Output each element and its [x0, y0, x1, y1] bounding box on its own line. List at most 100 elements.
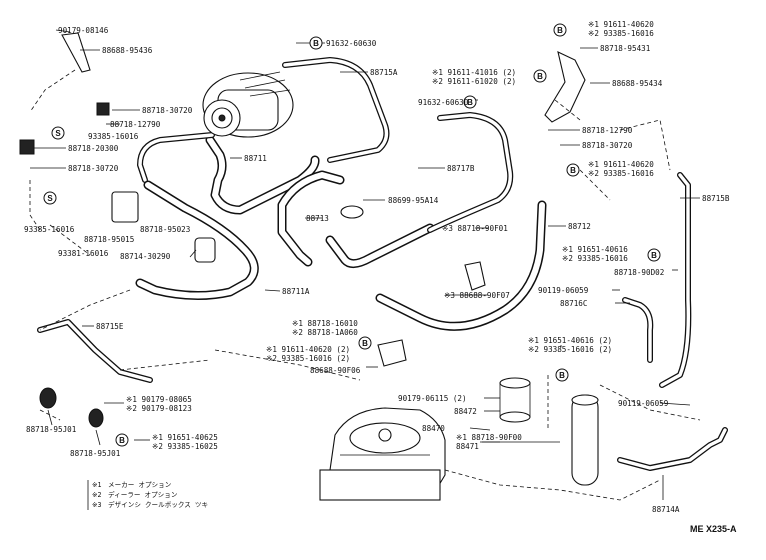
pipe-88716C[interactable]	[622, 297, 654, 363]
label-91632-60630-b: 91632-60630	[418, 98, 469, 107]
label-88688-95436: 88688-95436	[102, 46, 153, 55]
label-88712: 88712	[568, 222, 591, 231]
label-88472: 88472	[454, 407, 477, 416]
callout-b-1: B	[313, 39, 319, 48]
legend-mark-2: ※2	[92, 491, 102, 499]
legend-mark-3: ※3	[92, 501, 102, 509]
label-88688-95434: 88688-95434	[612, 79, 663, 88]
label-88714A: 88714A	[652, 505, 680, 514]
clamp-88699-95A14[interactable]	[340, 205, 364, 219]
label-93385-16016-f: ※2 93385-16016 (2)	[266, 354, 350, 363]
clamp-88718-20300[interactable]	[19, 139, 35, 155]
callout-b-9: B	[119, 436, 125, 445]
receiver-drier-88471[interactable]	[571, 394, 599, 486]
label-88715A: 88715A	[370, 68, 398, 77]
clamp-88718-95J01-b[interactable]	[88, 408, 104, 428]
clamp-88714-30290[interactable]	[194, 237, 216, 263]
label-90119-06059-b: 90119-06059	[618, 399, 669, 408]
hose-88711[interactable]	[205, 135, 320, 215]
label-91651-40625: ※1 91651-40625	[152, 433, 218, 442]
label-88688-90F06: 88688-90F06	[310, 366, 361, 375]
label-93385-16016-e: ※2 93385-16016	[562, 254, 628, 263]
legend: ※1 メーカー オプション ※2 ディーラー オプション ※3 デザインシ クー…	[87, 480, 208, 510]
pipe-88715B[interactable]	[659, 172, 692, 388]
label-88716C: 88716C	[560, 299, 587, 308]
label-93385-16016-b: 93385-16016	[24, 225, 75, 234]
label-93385-16025: ※2 93385-16025	[152, 442, 218, 451]
label-88717B: 88717B	[447, 164, 475, 173]
hose-88713[interactable]	[277, 170, 435, 268]
label-91611-40620-c: ※1 91611-40620 (2)	[266, 345, 350, 354]
label-88718-95J01-a: 88718-95J01	[26, 425, 77, 434]
label-90179-06115: 90179-06115 (2)	[398, 394, 467, 403]
label-93385-16016-g: ※2 93385-16016 (2)	[528, 345, 612, 354]
callout-b-6: B	[651, 251, 657, 260]
guide-lines	[29, 69, 701, 501]
label-93381-16016: 93381-16016	[58, 249, 109, 258]
pipe-88715A[interactable]	[282, 57, 390, 163]
label-93385-16016-a: 93385-16016	[88, 132, 139, 141]
label-88699-95A14: 88699-95A14	[388, 196, 439, 205]
label-88714-30290: 88714-30290	[120, 252, 171, 261]
compressor[interactable]	[202, 71, 294, 138]
label-88713: 88713	[306, 214, 329, 223]
pipe-88717B[interactable]	[427, 112, 514, 233]
bracket-88718-95015[interactable]	[111, 191, 139, 223]
callout-s-2: S	[47, 194, 53, 203]
label-88718-1A060: ※2 88718-1A060	[292, 328, 358, 337]
label-91651-40616-a: ※1 91651-40616	[562, 245, 628, 254]
label-91611-40620-b: ※1 91611-40620	[588, 160, 654, 169]
label-88718-30720-a: 88718-30720	[142, 106, 193, 115]
legend-text-2: ディーラー オプション	[108, 490, 178, 499]
label-88711A: 88711A	[282, 287, 310, 296]
label-88718-95J01-b: 88718-95J01	[70, 449, 121, 458]
label-93385-16016-c: ※2 93385-16016	[588, 29, 654, 38]
pipe-88715E[interactable]	[37, 319, 153, 383]
label-88715B: 88715B	[702, 194, 730, 203]
label-91651-40616-b: ※1 91651-40616 (2)	[528, 336, 612, 345]
callout-s-1: S	[55, 129, 61, 138]
hose-88712[interactable]	[375, 200, 547, 331]
bracket-88688-90F07[interactable]	[464, 261, 486, 291]
label-90179-08065: ※1 90179-08065	[126, 395, 192, 404]
label-88718-30720-b: 88718-30720	[68, 164, 119, 173]
label-91611-41016: ※1 91611-41016 (2)	[432, 68, 516, 77]
callout-b-7: B	[362, 339, 368, 348]
hose-88711A[interactable]	[135, 180, 259, 301]
label-90179-08123: ※2 90179-08123	[126, 404, 192, 413]
callout-b-2: B	[537, 72, 543, 81]
label-88718-95023: 88718-95023	[140, 225, 190, 234]
label-91632-60630: 91632-60630	[326, 39, 377, 48]
callout-b-5: B	[570, 166, 576, 175]
bracket-right-88688-95434[interactable]	[544, 51, 586, 123]
bracket-88688-95436[interactable]	[61, 32, 91, 73]
callout-b-8: B	[559, 371, 565, 380]
label-88718-95431: 88718-95431	[600, 44, 651, 53]
callout-b-4: B	[557, 26, 563, 35]
legend-text-3: デザインシ クールボックス ツキ	[108, 500, 208, 509]
callout-circles: B B B B B B B B B S S	[43, 23, 661, 447]
callout-b-3: B	[467, 98, 473, 107]
pipe-88714A[interactable]	[617, 427, 728, 471]
label-88718-90D02: 88718-90D02	[614, 268, 664, 277]
label-91611-40620-a: ※1 91611-40620	[588, 20, 654, 29]
label-88470: 88470	[422, 424, 445, 433]
pipe-88711-left[interactable]	[137, 132, 215, 183]
label-88711: 88711	[244, 154, 267, 163]
label-88715E: 88715E	[96, 322, 124, 331]
cooling-box-unit[interactable]	[319, 407, 446, 501]
clamp-88718-95J01-a[interactable]	[39, 387, 57, 409]
label-88718-90F01: ※3 88718-90F01	[442, 224, 508, 233]
label-88718-12790-a: 88718-12790	[110, 120, 161, 129]
label-88471: 88471	[456, 442, 479, 451]
label-88718-12790-b: 88718-12790	[582, 126, 633, 135]
bracket-88688-90F06[interactable]	[377, 339, 407, 367]
label-91611-61020: ※2 91611-61020 (2)	[432, 77, 516, 86]
clamp-88718-12790[interactable]	[96, 102, 110, 116]
label-88688-90F07: ※3 88688-90F07	[444, 291, 510, 300]
bracket-88472[interactable]	[499, 377, 531, 423]
label-93385-16016-d: ※2 93385-16016	[588, 169, 654, 178]
label-90179-08146: 90179-08146	[58, 26, 109, 35]
legend-mark-1: ※1	[92, 481, 102, 489]
